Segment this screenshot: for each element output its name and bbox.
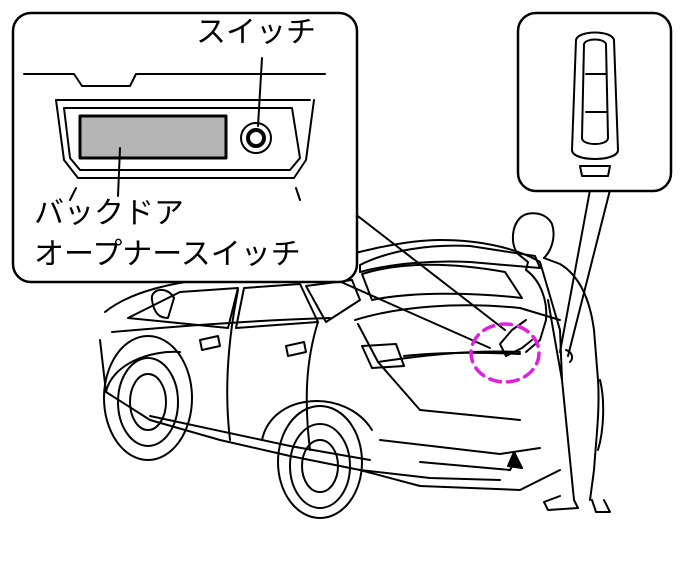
switch-label: スイッチ	[196, 15, 316, 50]
back-door-opener-switch-panel	[78, 114, 228, 160]
callout-pointer-right	[559, 189, 611, 357]
switch-detail-callout	[11, 11, 359, 284]
back-door-opener-label-line2: オープナースイッチ	[34, 237, 301, 272]
switch-location-highlight	[469, 322, 541, 384]
callout-pointer-left	[313, 209, 506, 349]
key-fob-callout	[516, 11, 673, 193]
switch-leader-line	[257, 57, 263, 127]
panel-leader-line	[117, 147, 121, 197]
back-door-opener-label-line1: バックドア	[34, 196, 184, 231]
smart-key-icon	[571, 31, 619, 177]
